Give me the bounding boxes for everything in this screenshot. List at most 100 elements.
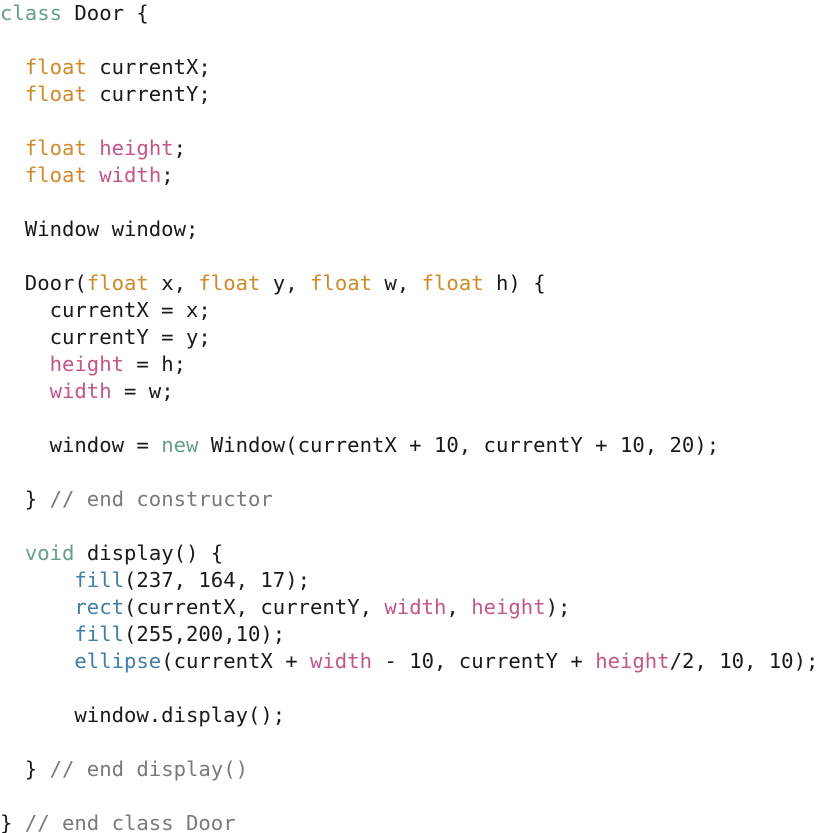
comment-token: // end constructor	[49, 487, 273, 511]
code-text: Door(	[0, 271, 87, 295]
code-line: rect(currentX, currentY, width, height);	[0, 594, 820, 621]
code-text	[0, 649, 74, 673]
code-line: float width;	[0, 162, 820, 189]
code-text: h) {	[483, 271, 546, 295]
code-text: (currentX, currentY,	[124, 595, 385, 619]
code-line: } // end display()	[0, 756, 820, 783]
code-line	[0, 729, 820, 756]
code-line: ellipse(currentX + width - 10, currentY …	[0, 648, 820, 675]
function-token: fill	[74, 568, 125, 592]
code-line	[0, 783, 820, 810]
code-text: }	[0, 811, 25, 833]
code-line: currentY = y;	[0, 324, 820, 351]
type-token: float	[24, 55, 87, 79]
code-text: = w;	[111, 379, 174, 403]
code-text: window.display();	[0, 703, 286, 727]
code-text	[0, 595, 74, 619]
code-line: fill(255,200,10);	[0, 621, 820, 648]
code-text: ;	[173, 136, 187, 160]
code-line	[0, 108, 820, 135]
field-token: width	[49, 379, 112, 403]
code-line: float currentX;	[0, 54, 820, 81]
code-text: (currentX +	[161, 649, 310, 673]
code-text: y,	[260, 271, 311, 295]
code-text: display() {	[74, 541, 224, 565]
code-text: ;	[161, 163, 174, 187]
code-line: window.display();	[0, 702, 820, 729]
type-token: float	[86, 271, 149, 295]
code-line: Window window;	[0, 216, 820, 243]
code-line	[0, 675, 820, 702]
code-text: = h;	[124, 352, 187, 376]
keyword-token: class	[0, 1, 62, 25]
code-line: fill(237, 164, 17);	[0, 567, 820, 594]
type-token: float	[24, 82, 87, 106]
code-text: );	[545, 595, 571, 619]
function-token: rect	[74, 595, 125, 619]
code-line: } // end constructor	[0, 486, 820, 513]
type-token: float	[24, 136, 87, 160]
keyword-token: new	[161, 433, 199, 457]
code-text	[0, 379, 50, 403]
field-token: width	[384, 595, 447, 619]
code-line: window = new Window(currentX + 10, curre…	[0, 432, 820, 459]
code-text: }	[0, 487, 50, 511]
code-text	[0, 541, 25, 565]
code-line: } // end class Door	[0, 810, 820, 833]
code-line: width = w;	[0, 378, 820, 405]
field-token: height	[471, 595, 546, 619]
code-line: float currentY;	[0, 81, 820, 108]
code-text	[0, 163, 25, 187]
type-token: float	[24, 163, 87, 187]
code-text: currentX = x;	[0, 298, 211, 322]
code-line: class Door {	[0, 0, 820, 27]
keyword-token: void	[24, 541, 75, 565]
code-line	[0, 459, 820, 486]
code-text: (255,200,10);	[124, 622, 286, 646]
code-text: Window(currentX + 10, currentY + 10, 20)…	[198, 433, 720, 457]
code-text: window =	[0, 433, 162, 457]
code-text	[87, 136, 99, 160]
code-text: ,	[446, 595, 472, 619]
code-text	[87, 163, 99, 187]
code-line	[0, 27, 820, 54]
code-line	[0, 189, 820, 216]
function-token: fill	[74, 622, 125, 646]
code-line: currentX = x;	[0, 297, 820, 324]
code-text: - 10, currentY +	[372, 649, 596, 673]
code-text: currentX;	[86, 55, 211, 79]
code-line	[0, 513, 820, 540]
code-text	[0, 352, 50, 376]
code-text	[0, 82, 25, 106]
code-line: float height;	[0, 135, 820, 162]
type-token: float	[198, 271, 261, 295]
type-token: float	[421, 271, 484, 295]
code-text: }	[0, 757, 50, 781]
type-token: float	[310, 271, 373, 295]
code-text: (237, 164, 17);	[124, 568, 310, 592]
code-line: void display() {	[0, 540, 820, 567]
code-text	[0, 55, 25, 79]
code-text	[0, 622, 74, 646]
function-token: ellipse	[74, 649, 162, 673]
field-token: width	[99, 163, 162, 187]
code-text: currentY;	[86, 82, 211, 106]
code-text	[0, 136, 25, 160]
code-text: /2, 10, 10);	[669, 649, 819, 673]
code-text: currentY = y;	[0, 325, 211, 349]
comment-token: // end display()	[49, 757, 248, 781]
code-line	[0, 405, 820, 432]
code-text: Door {	[62, 1, 149, 25]
comment-token: // end class Door	[24, 811, 236, 833]
code-text: Window window;	[0, 217, 199, 241]
code-line	[0, 243, 820, 270]
field-token: height	[49, 352, 125, 376]
code-text	[0, 568, 74, 592]
code-line: Door(float x, float y, float w, float h)…	[0, 270, 820, 297]
field-token: height	[595, 649, 670, 673]
field-token: width	[310, 649, 372, 673]
code-text: x,	[148, 271, 199, 295]
code-text: w,	[372, 271, 422, 295]
field-token: height	[99, 136, 174, 160]
